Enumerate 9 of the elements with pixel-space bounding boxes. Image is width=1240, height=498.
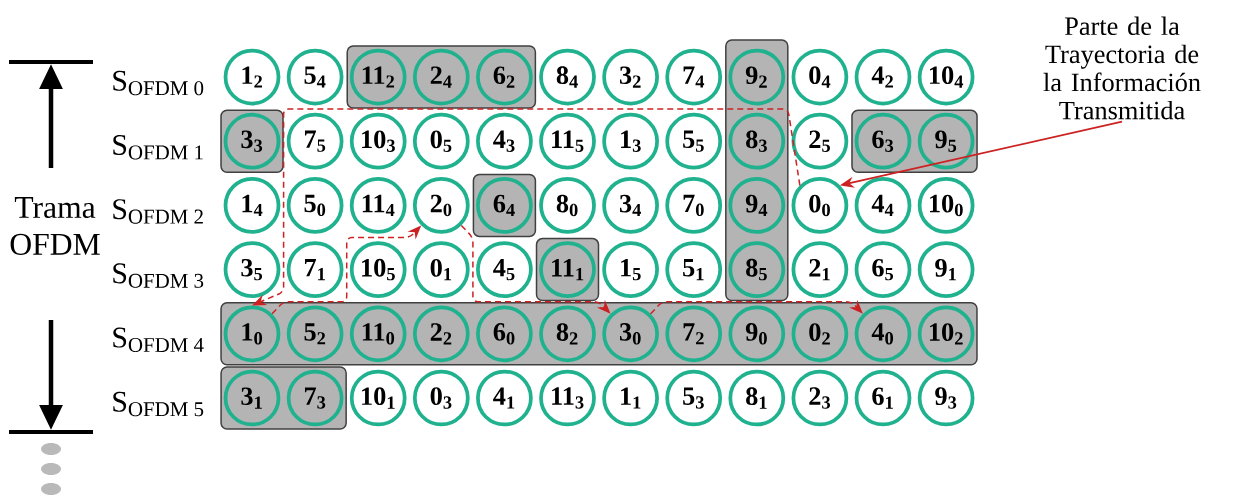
row-label: S$_{OFDM 1}$: [113, 134, 203, 160]
callout-text: Parte de la Trayectoria de la Información Transmitida: [1043, 16, 1201, 120]
row-label: S$_{OFDM 2}$: [113, 199, 203, 224]
frame-label: Trama OFDM: [10, 197, 100, 255]
row-label: S$_{OFDM 4}$: [113, 327, 204, 353]
row-label: S$_{OFDM 3}$: [113, 263, 204, 288]
row-label: S$_{OFDM 0}$: [113, 70, 204, 96]
trajectory-arrow: [649, 299, 863, 315]
row-label: S$_{OFDM 5}$: [113, 391, 204, 417]
